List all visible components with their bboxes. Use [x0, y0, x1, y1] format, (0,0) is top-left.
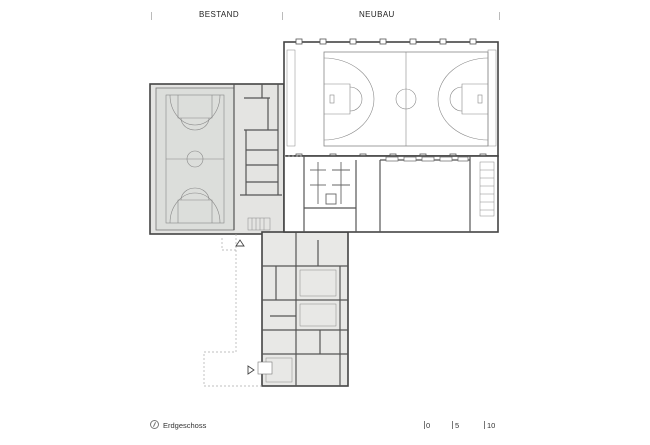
scale-label-0: 0: [426, 421, 431, 430]
header-separator-left: [151, 12, 152, 20]
existing-wing: [257, 231, 349, 387]
new-connector: [283, 155, 499, 233]
scale-label-5: 5: [455, 421, 460, 430]
scale-tick: [484, 421, 485, 429]
new-gym: [283, 38, 499, 160]
site-outline: [203, 234, 262, 387]
existing-gym: [149, 83, 285, 235]
scale-tick: [424, 421, 425, 429]
north-arrow-icon: [150, 420, 159, 429]
header-separator-end: [499, 12, 500, 20]
header-new-label: NEUBAU: [359, 10, 395, 19]
entrance-arrow-icon: [247, 365, 255, 375]
header-existing-label: BESTAND: [199, 10, 239, 19]
floor-caption: Erdgeschoss: [163, 421, 207, 430]
entrance-arrow-icon: [235, 239, 245, 247]
header-separator-right: [282, 12, 283, 20]
scale-tick: [452, 421, 453, 429]
scale-label-10: 10: [487, 421, 496, 430]
